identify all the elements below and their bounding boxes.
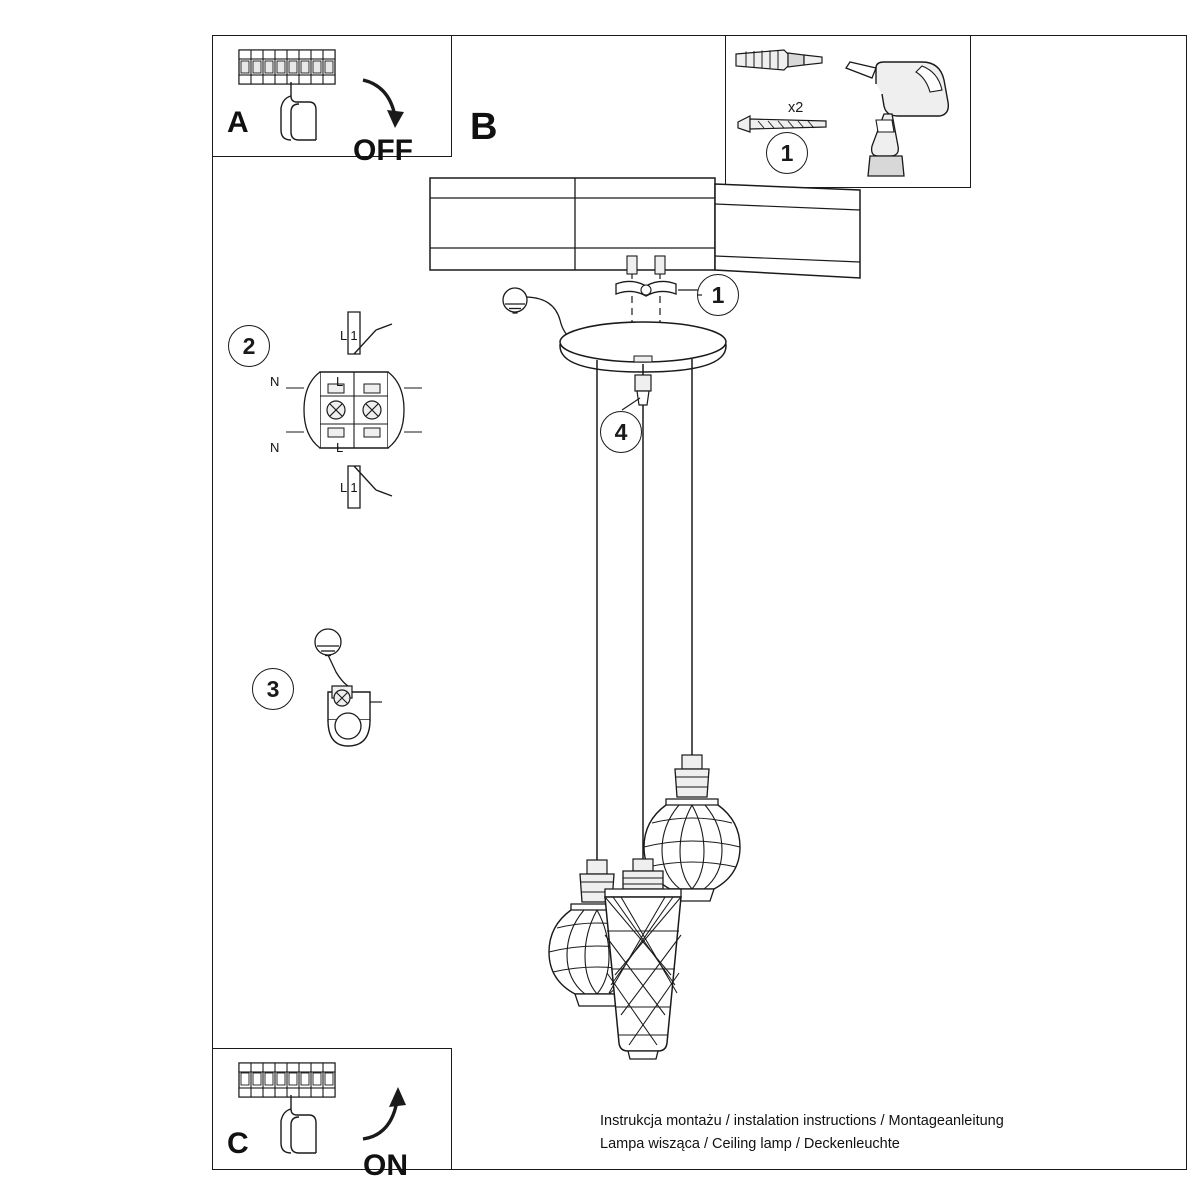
earth-clamp-graphic bbox=[314, 628, 382, 747]
breaker-on-graphic bbox=[238, 1062, 406, 1154]
callout-leader-lines bbox=[621, 294, 702, 411]
footer-caption: Instrukcja montażu / instalation instruc… bbox=[600, 1110, 1004, 1156]
sheet-border bbox=[212, 35, 1187, 1170]
panel-a-label: A bbox=[227, 106, 250, 139]
callout-tools: 1 bbox=[766, 132, 808, 174]
terminal-label-right-upper: L bbox=[336, 374, 344, 389]
callout-earth-clamp: 3 bbox=[252, 668, 294, 710]
breaker-off-panel: A OFF bbox=[212, 35, 452, 167]
callout-ceiling-screw: 1 bbox=[697, 274, 739, 316]
footer-line-2: Lampa wisząca / Ceiling lamp / Deckenleu… bbox=[600, 1136, 900, 1153]
panel-b-label: B bbox=[470, 106, 498, 148]
main-assembly-graphic bbox=[429, 177, 861, 1060]
terminal-label-left-lower: N bbox=[270, 440, 280, 455]
panel-a-action: OFF bbox=[353, 134, 413, 167]
tools-graphic bbox=[735, 49, 950, 177]
earth-clamp-group: 3 bbox=[228, 620, 428, 800]
tools-panel: x2 1 bbox=[725, 35, 971, 188]
callout-terminal-block: 2 bbox=[228, 325, 270, 367]
terminal-label-bottom-right: L 1 bbox=[340, 480, 358, 495]
terminal-block-graphic bbox=[286, 311, 422, 509]
panel-c-action: ON bbox=[363, 1149, 408, 1182]
breaker-off-graphic bbox=[238, 49, 404, 141]
footer-line-1: Instrukcja montażu / instalation instruc… bbox=[600, 1113, 1004, 1129]
terminal-block-group: 2 bbox=[228, 310, 428, 510]
tools-quantity-label: x2 bbox=[788, 100, 804, 116]
terminal-label-top-right: L 1 bbox=[340, 328, 358, 343]
terminal-label-right-lower: L bbox=[336, 440, 344, 455]
callout-cable-adjust: 4 bbox=[600, 411, 642, 453]
breaker-on-panel: C ON bbox=[212, 1048, 452, 1182]
terminal-label-left-upper: N bbox=[270, 374, 280, 389]
panel-c-label: C bbox=[227, 1127, 250, 1160]
